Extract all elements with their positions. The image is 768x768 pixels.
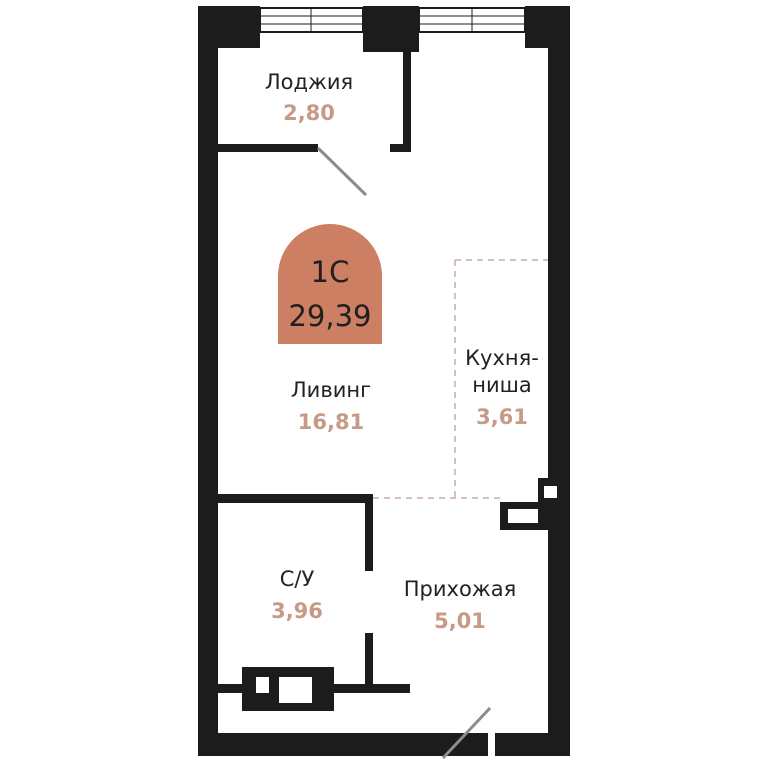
room-kitchen-name-line1: Кухня- bbox=[465, 346, 539, 370]
wall-right bbox=[548, 6, 570, 756]
wall-left bbox=[198, 6, 218, 756]
room-kitchen-area: 3,61 bbox=[476, 405, 528, 429]
loggia-door-leaf bbox=[316, 146, 368, 197]
unit-badge: 1С 29,39 bbox=[278, 224, 382, 344]
kitchen-niche-outline bbox=[373, 259, 548, 499]
exterior-walls bbox=[198, 6, 570, 756]
room-living-area: 16,81 bbox=[298, 410, 364, 434]
wall-bottom-left bbox=[198, 733, 488, 756]
room-hallway-name: Прихожая bbox=[404, 577, 516, 601]
room-bathroom-name: С/У bbox=[280, 567, 315, 591]
unit-type-label: 1С bbox=[311, 255, 350, 289]
unit-badge-shape bbox=[278, 224, 382, 344]
room-kitchen-name-line2: ниша bbox=[472, 373, 531, 397]
bathroom-walls bbox=[218, 494, 410, 693]
room-loggia-name: Лоджия bbox=[265, 70, 353, 94]
wall-top-middle-pier bbox=[363, 6, 419, 52]
room-living-name: Ливинг bbox=[291, 378, 371, 402]
window-left bbox=[259, 7, 364, 33]
riser-shaft bbox=[500, 478, 564, 530]
ventilation-block bbox=[242, 667, 334, 711]
unit-total-area: 29,39 bbox=[288, 299, 371, 333]
loggia-partition bbox=[218, 52, 411, 152]
room-bathroom-area: 3,96 bbox=[271, 599, 323, 623]
entrance-door-leaf bbox=[441, 706, 492, 760]
window-right bbox=[418, 7, 526, 33]
wall-bottom-right bbox=[495, 733, 570, 756]
room-loggia-area: 2,80 bbox=[283, 101, 335, 125]
room-hallway-area: 5,01 bbox=[434, 609, 486, 633]
